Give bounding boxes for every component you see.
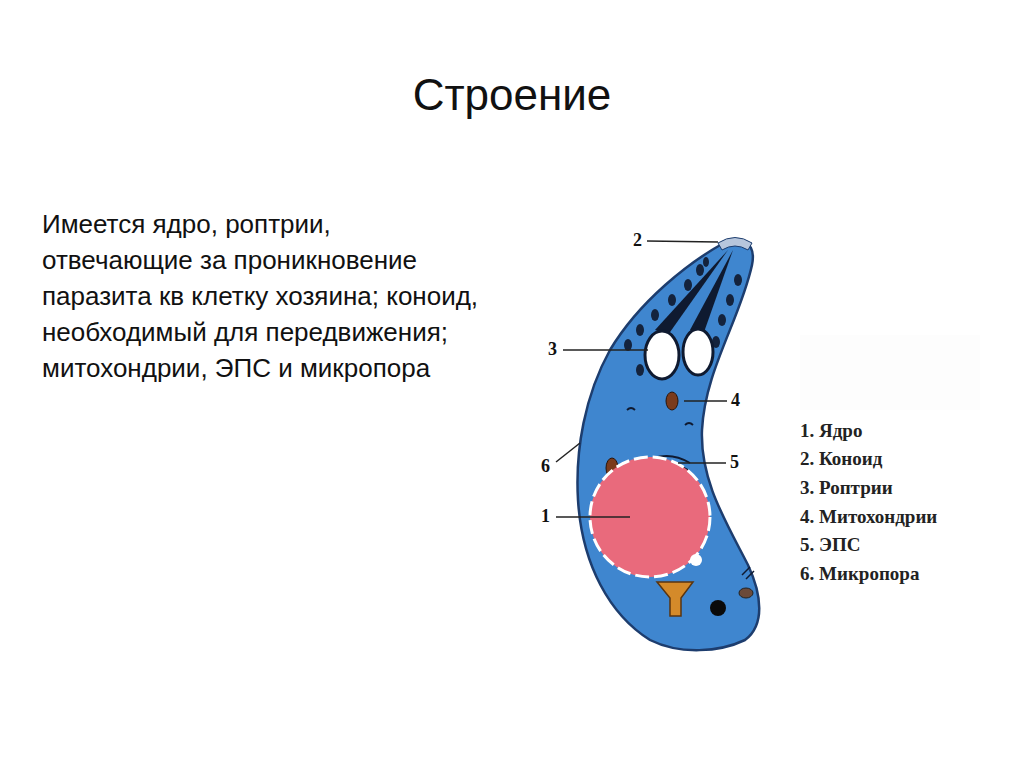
- callout-number: 1: [541, 506, 550, 527]
- rhoptries: [645, 250, 733, 379]
- cell-body: [577, 241, 759, 650]
- micronemes: [624, 257, 742, 376]
- blank-patch: [800, 335, 980, 410]
- golgi: [742, 567, 754, 579]
- mitochondrion-small: [739, 588, 753, 598]
- slide-title: Строение: [0, 70, 1024, 120]
- vacuole: [690, 554, 702, 566]
- legend-line: 5. ЭПС: [800, 534, 860, 556]
- conoid: [718, 238, 752, 251]
- legend-line: 2. Коноид: [800, 448, 882, 470]
- callout-number: 3: [548, 339, 557, 360]
- leader-lines: [556, 241, 727, 517]
- apicoplast: [657, 582, 693, 616]
- legend-line: 1. Ядро: [800, 420, 862, 442]
- callout-number: 6: [541, 456, 550, 477]
- body-text: Имеется ядро, роптрии, отвечающие за про…: [42, 206, 482, 386]
- legend-line: 6. Микропора: [800, 563, 919, 585]
- dense-granule: [710, 600, 726, 616]
- callout-number: 4: [731, 390, 740, 411]
- callout-number: 5: [730, 452, 739, 473]
- callout-number: 2: [633, 230, 642, 251]
- legend-line: 4. Митохондрии: [800, 506, 937, 528]
- legend-line: 3. Роптрии: [800, 477, 893, 499]
